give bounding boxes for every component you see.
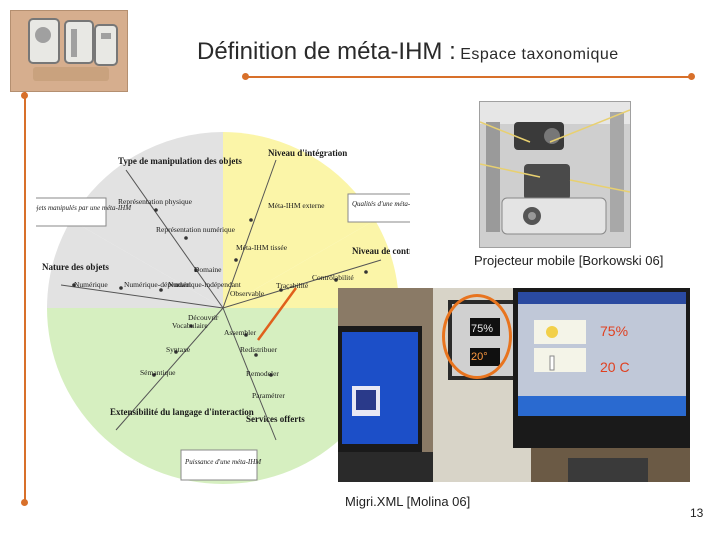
label-external-meta: Méta-IHM externe: [268, 201, 325, 210]
header-rule-dot-left: [242, 73, 249, 80]
label-observable: Observable: [230, 289, 265, 298]
highlight-circle: [442, 294, 512, 379]
small-temperature-readout: 20°: [471, 351, 488, 363]
header-rule: [246, 76, 692, 78]
title-main: Définition de méta-IHM :: [197, 38, 456, 65]
side-rule-dot-bottom: [21, 499, 28, 506]
label-services-offered: Services offerts: [246, 414, 305, 424]
label-woven-meta: Méta-IHM tissée: [236, 243, 288, 252]
side-rule: [24, 92, 26, 504]
label-control-level: Niveau de contrôle: [352, 246, 410, 256]
header-rule-dot-right: [688, 73, 695, 80]
title-subtitle: Espace taxonomique: [460, 46, 618, 63]
svg-text:Qualités d'une méta-IHM: Qualités d'une méta-IHM: [352, 200, 410, 208]
migrixml-caption: Migri.XML [Molina 06]: [345, 494, 470, 509]
label-traceable: Traçabilité: [276, 281, 309, 290]
label-numeric-rep: Représentation numérique: [156, 225, 236, 234]
side-rule-dot-top: [21, 92, 28, 99]
label-syntax: Syntaxe: [166, 345, 191, 354]
label-numeric-independent: Numérique-indépendant: [168, 280, 242, 289]
temperature-readout: 20 C: [600, 359, 630, 375]
box-manipulated-objects: [36, 198, 106, 226]
projector-photo: [479, 101, 631, 248]
label-objects-nature: Nature des objets: [42, 262, 109, 272]
label-manipulation-type: Type de manipulation des objets: [118, 156, 242, 166]
box-meta-qualities: [348, 194, 410, 222]
small-percent-readout: 75%: [471, 323, 493, 335]
label-assemble: Assembler: [224, 328, 257, 337]
page-number: 13: [690, 506, 703, 520]
percent-readout: 75%: [600, 323, 628, 339]
label-numeric: Numérique: [74, 280, 108, 289]
label-domain: Domaine: [194, 265, 222, 274]
label-parameter: Paramétrer: [252, 391, 285, 400]
svg-text:Objets manipulés par une méta-: Objets manipulés par une méta-IHM: [36, 204, 132, 212]
migrixml-photo: [338, 288, 690, 482]
label-language-extensibility: Extensibilité du langage d'interaction: [110, 407, 254, 417]
svg-text:Puissance d'une méta-IHM: Puissance d'une méta-IHM: [184, 458, 262, 466]
label-remodel: Remodeler: [246, 369, 279, 378]
label-controllable: Contrôlabilité: [312, 273, 354, 282]
label-redistribute: Redistribuer: [240, 345, 278, 354]
projector-caption: Projecteur mobile [Borkowski 06]: [474, 253, 663, 268]
slide-title: Définition de méta-IHM : Espace taxonomi…: [197, 38, 707, 66]
logo: [10, 10, 128, 92]
label-integration-level: Niveau d'intégration: [268, 148, 347, 158]
label-vocabulary: Vocabulaire: [172, 321, 208, 330]
label-semantics: Sémantique: [140, 368, 176, 377]
